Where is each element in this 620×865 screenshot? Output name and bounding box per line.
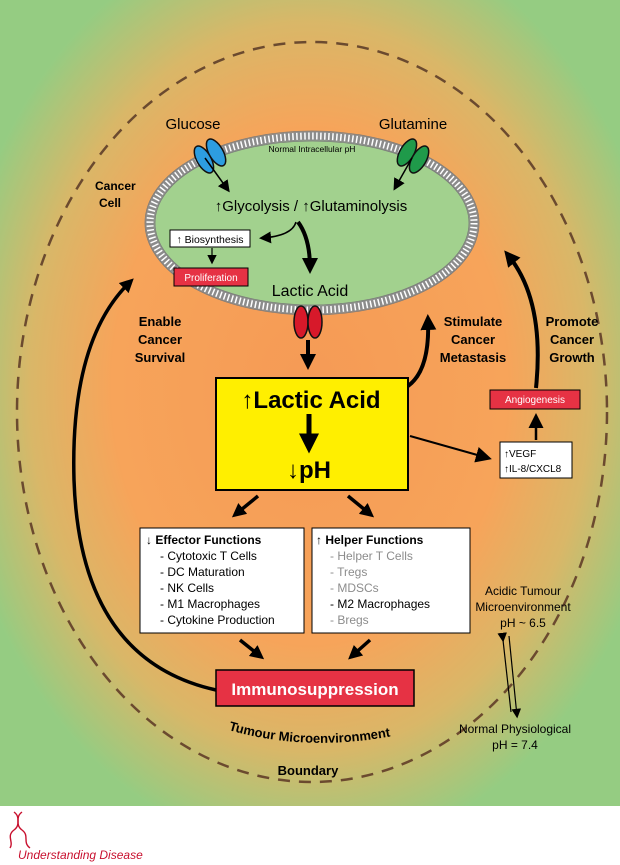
tme-boundary-label-2: Boundary	[278, 763, 339, 778]
footer-brand: Understanding Disease	[18, 848, 143, 862]
helper-box	[311, 527, 471, 634]
normal-ph-label-2: pH = 7.4	[492, 738, 538, 752]
proliferation-label: Proliferation	[184, 273, 237, 284]
promote-label: Promote	[546, 314, 599, 329]
normal-ph-label-1: Normal Physiological	[459, 722, 571, 736]
biosynthesis-box	[169, 229, 251, 248]
to-helper-arrow	[346, 494, 375, 518]
effector-item: - M1 Macrophages	[160, 597, 260, 611]
helper-items: - Helper T Cells - Tregs - MDSCs - M2 Macro…	[330, 549, 430, 627]
biosynthesis-label: ↑ Biosynthesis	[176, 234, 243, 246]
tme-boundary	[15, 40, 609, 784]
to-lactic-acid-arrow	[296, 220, 318, 274]
helper-item: - Helper T Cells	[330, 549, 413, 563]
glucose-arrow	[204, 157, 230, 193]
il8-label: ↑IL-8/CXCL8	[504, 464, 562, 475]
helper-item: - Bregs	[330, 613, 369, 627]
glutamine-label: Glutamine	[379, 116, 447, 133]
glycolysis-label: ↑Glycolysis / ↑Glutaminolysis	[215, 198, 408, 215]
cancer-cell-label-1: Cancer	[95, 179, 136, 193]
ph-gradient-line-2	[508, 635, 522, 719]
cell-membrane-pattern	[146, 132, 478, 314]
angiogenesis-label: Angiogenesis	[505, 395, 565, 406]
promote-growth-arrow	[504, 250, 540, 389]
ph-gradient-line-1	[497, 632, 512, 713]
cell-membrane-inner-line	[154, 140, 470, 306]
dna-logo-icon	[9, 811, 31, 849]
angiogenesis-box	[489, 389, 581, 410]
immunosuppression-box	[215, 669, 415, 707]
effector-to-immuno-arrow	[238, 638, 265, 660]
effector-items: - Cytotoxic T Cells - DC Maturation - NK C…	[160, 549, 275, 627]
metastasis-label: Metastasis	[440, 350, 506, 365]
vegf-label: ↑VEGF	[504, 449, 536, 460]
helper-item: - M2 Macrophages	[330, 597, 430, 611]
acidic-label-2: Microenvironment	[475, 600, 571, 614]
helper-title: ↑ Helper Functions	[316, 533, 424, 547]
glutamine-arrow	[393, 157, 413, 191]
footer-bg	[0, 806, 620, 865]
to-biosynthesis-arrow	[259, 221, 297, 244]
lactic-acid-label: Lactic Acid	[272, 283, 348, 300]
helper-item: - Tregs	[330, 565, 367, 579]
to-effector-arrow	[231, 494, 260, 518]
metastasis-arrow	[406, 314, 437, 388]
proliferation-box	[173, 267, 249, 287]
glucose-transporter-icon	[193, 138, 227, 174]
enable-cancer-label: Cancer	[138, 332, 182, 347]
effector-item: - DC Maturation	[160, 565, 245, 579]
effector-item: - NK Cells	[160, 581, 214, 595]
acidic-label-3: pH ~ 6.5	[500, 616, 546, 630]
enable-label: Enable	[139, 314, 182, 329]
cancer-cell-label-2: Cell	[99, 196, 121, 210]
effector-box	[139, 527, 305, 634]
normal-intracellular-ph-label: Normal Intracellular pH	[269, 144, 356, 154]
stimulate-label: Stimulate	[444, 314, 503, 329]
helper-item: - MDSCs	[330, 581, 379, 595]
down-ph-label: ↓pH	[287, 457, 331, 484]
glutamine-transporter-icon	[396, 138, 430, 174]
to-vegf-arrow	[409, 435, 492, 463]
enable-survival-arrow	[72, 278, 217, 692]
lactate-transporter-icon	[293, 305, 323, 339]
glucose-label: Glucose	[165, 116, 220, 133]
immunosuppression-label: Immunosuppression	[231, 680, 398, 699]
effector-item: - Cytotoxic T Cells	[160, 549, 257, 563]
up-lactic-acid-label: ↑Lactic Acid	[241, 387, 380, 414]
promote-cancer-label: Cancer	[550, 332, 594, 347]
stimulate-cancer-label: Cancer	[451, 332, 495, 347]
acidic-label-1: Acidic Tumour	[485, 584, 561, 598]
vegf-box	[499, 441, 573, 479]
survival-label: Survival	[135, 350, 186, 365]
effector-title: ↓ Effector Functions	[146, 533, 262, 547]
helper-to-immuno-arrow	[348, 638, 372, 660]
growth-label: Growth	[549, 350, 595, 365]
effector-item: - Cytokine Production	[160, 613, 275, 627]
